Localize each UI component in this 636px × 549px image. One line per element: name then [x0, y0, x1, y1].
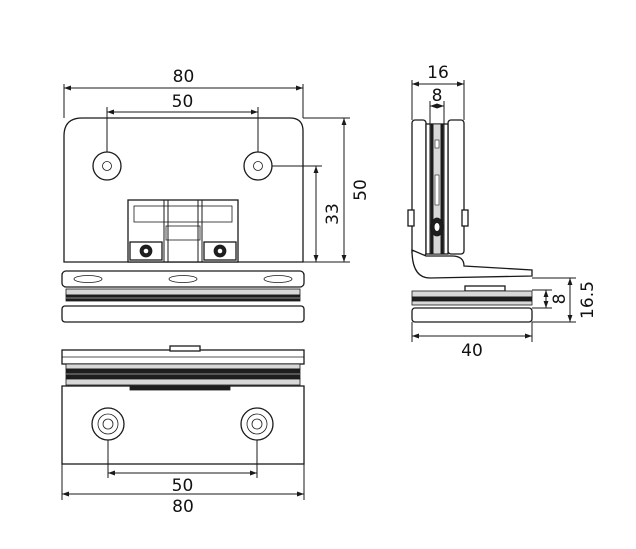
dim-bottom-50: 50 — [107, 440, 258, 496]
front-hole-right — [243, 151, 273, 181]
dim-front-33: 33 — [262, 165, 343, 263]
side-slot-label: 8 — [432, 86, 443, 106]
side-base-height-label: 8 — [550, 294, 570, 305]
front-view — [61, 117, 305, 323]
side-width-label: 16 — [427, 63, 449, 83]
dim-side-8: 8 — [429, 86, 445, 124]
bottom-hole-left — [91, 407, 125, 441]
side-clamp — [407, 119, 469, 257]
front-clamp — [61, 270, 305, 323]
front-height-label: 50 — [351, 179, 371, 201]
bottom-view — [61, 345, 305, 465]
hinge-knuckle — [127, 199, 239, 263]
front-hole-spacing-label: 50 — [172, 92, 194, 112]
dim-front-80: 80 — [63, 67, 304, 118]
side-foot — [411, 249, 533, 279]
dim-front-50: 50 — [106, 92, 259, 152]
front-width-label: 80 — [173, 67, 195, 87]
side-base-width-label: 40 — [461, 341, 483, 361]
dim-front-50-vertical: 50 — [303, 117, 371, 263]
side-view — [407, 119, 533, 323]
dim-side-40: 40 — [411, 322, 533, 361]
bottom-width-label: 80 — [172, 497, 194, 517]
dim-side-8-vertical: 8 — [532, 289, 570, 309]
side-total-height-label: 16.5 — [578, 281, 598, 319]
bottom-hole-spacing-label: 50 — [172, 476, 194, 496]
front-hole-left — [92, 151, 122, 181]
front-hole-height-label: 33 — [323, 203, 343, 225]
dim-side-16: 16 — [411, 63, 465, 120]
side-base — [411, 285, 533, 323]
dim-bottom-80: 80 — [61, 464, 305, 517]
dim-side-16-5: 16.5 — [532, 277, 598, 323]
bottom-hole-right — [240, 407, 274, 441]
